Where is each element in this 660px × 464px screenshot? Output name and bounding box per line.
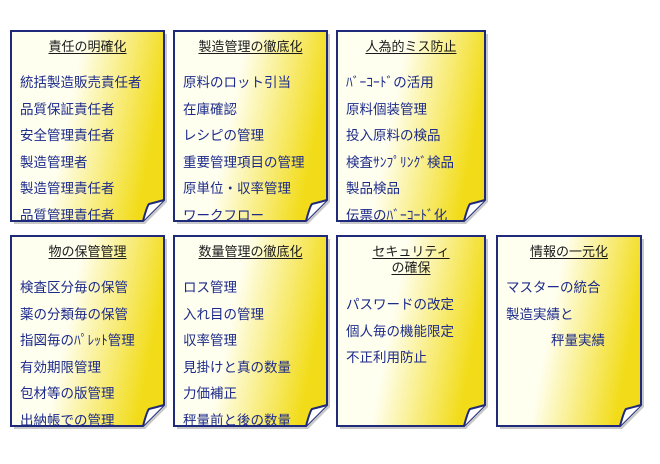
card-item: 見掛けと真の数量 — [183, 359, 291, 376]
card-frame — [10, 30, 167, 224]
card-item: 製造管理責任者 — [20, 181, 115, 197]
card-item: 秤量前と後の数量 — [183, 412, 291, 429]
card-title-line: 物の保管管理 — [48, 245, 127, 260]
card-item: 検査区分毎の保管 — [20, 280, 128, 296]
card-item: ワークフロー — [183, 207, 264, 224]
card-item: 製造実績と — [506, 306, 574, 323]
card-item: 有効期限管理 — [20, 359, 101, 376]
card-title-line: 責任の明確化 — [48, 40, 127, 55]
card-item-list: ロス管理入れ目の管理収率管理見掛けと真の数量力価補正秤量前と後の数量 — [183, 275, 322, 434]
card-item-list: 原料のロット引当在庫確認レシピの管理重要管理項目の管理原単位・収率管理ワークフロ… — [183, 70, 322, 229]
card-title: 責任の明確化 — [10, 40, 165, 56]
card-title: セキュリティの確保 — [336, 245, 486, 277]
card-item: 薬の分類毎の保管 — [20, 306, 128, 323]
card-item: 安全管理責任者 — [20, 128, 115, 144]
card-responsibility: 責任の明確化統括製造販売責任者品質保証責任者安全管理責任者製造管理者製造管理責任… — [10, 30, 167, 224]
card-title-line: 人為的ミス防止 — [365, 40, 457, 55]
card-title: 物の保管管理 — [10, 245, 165, 261]
card-quantity-management: 数量管理の徹底化ロス管理入れ目の管理収率管理見掛けと真の数量力価補正秤量前と後の… — [173, 235, 330, 429]
card-item: 在庫確認 — [183, 101, 237, 118]
card-information-unification: 情報の一元化マスターの統合製造実績と秤量実績 — [496, 235, 644, 429]
card-item: 原料個装管理 — [346, 101, 427, 118]
card-item: 個人毎の機能限定 — [346, 323, 454, 340]
card-item: 力価補正 — [183, 386, 237, 402]
card-item: 投入原料の検品 — [346, 128, 441, 144]
card-title-line: セキュリティ — [372, 245, 450, 260]
card-item: 統括製造販売責任者 — [20, 75, 142, 91]
card-title: 数量管理の徹底化 — [173, 245, 328, 261]
card-item: 検査ｻﾝﾌﾟﾘﾝｸﾞ検品 — [346, 154, 454, 171]
card-item: 重要管理項目の管理 — [183, 154, 305, 171]
card-title-line: 数量管理の徹底化 — [198, 245, 303, 260]
card-item: 秤量実績 — [551, 333, 605, 349]
card-item: 入れ目の管理 — [183, 306, 264, 323]
card-item: 不正利用防止 — [346, 350, 427, 366]
card-title-line: 製造管理の徹底化 — [198, 40, 303, 55]
card-item: 品質保証責任者 — [20, 101, 115, 118]
card-title: 人為的ミス防止 — [336, 40, 486, 56]
card-title: 製造管理の徹底化 — [173, 40, 328, 56]
card-item: 伝票のﾊﾞｰｺｰﾄﾞ化 — [346, 207, 448, 224]
card-frame — [496, 235, 644, 429]
card-item: 製造管理者 — [20, 154, 88, 171]
card-item: 製品検品 — [346, 181, 400, 197]
card-item: 出納帳での管理 — [20, 412, 115, 429]
card-item: レシピの管理 — [183, 128, 264, 144]
card-item-list: 検査区分毎の保管薬の分類毎の保管指図毎のﾊﾟﾚｯﾄ管理有効期限管理包材等の版管理… — [20, 275, 159, 434]
card-manufacturing-control: 製造管理の徹底化原料のロット引当在庫確認レシピの管理重要管理項目の管理原単位・収… — [173, 30, 330, 224]
card-frame — [173, 30, 330, 224]
card-item: 原単位・収率管理 — [183, 181, 291, 197]
card-title-line: 情報の一元化 — [529, 245, 608, 260]
card-item: ﾊﾞｰｺｰﾄﾞの活用 — [346, 75, 434, 91]
card-item-list: ﾊﾞｰｺｰﾄﾞの活用原料個装管理投入原料の検品検査ｻﾝﾌﾟﾘﾝｸﾞ検品製品検品伝… — [346, 70, 480, 229]
card-item: ロス管理 — [183, 280, 237, 296]
card-title-line: の確保 — [391, 261, 431, 276]
card-item-list: パスワードの改定個人毎の機能限定不正利用防止 — [346, 292, 480, 372]
card-storage-management: 物の保管管理検査区分毎の保管薬の分類毎の保管指図毎のﾊﾟﾚｯﾄ管理有効期限管理包… — [10, 235, 167, 429]
card-item: 包材等の版管理 — [20, 386, 115, 402]
card-item: 指図毎のﾊﾟﾚｯﾄ管理 — [20, 333, 135, 349]
card-item: 原料のロット引当 — [183, 75, 291, 91]
card-title: 情報の一元化 — [496, 245, 642, 261]
card-frame — [173, 235, 330, 429]
card-item: パスワードの改定 — [346, 297, 454, 313]
card-item-list: 統括製造販売責任者品質保証責任者安全管理責任者製造管理者製造管理責任者品質管理責… — [20, 70, 159, 229]
card-item: 収率管理 — [183, 333, 237, 349]
card-security: セキュリティの確保パスワードの改定個人毎の機能限定不正利用防止 — [336, 235, 488, 429]
card-frame — [10, 235, 167, 429]
card-item: 品質管理責任者 — [20, 207, 115, 224]
card-frame — [336, 30, 488, 224]
card-frame — [336, 235, 488, 429]
card-item-list: マスターの統合製造実績と秤量実績 — [506, 275, 636, 355]
card-human-error-prevention: 人為的ミス防止 ﾊﾞｰｺｰﾄﾞの活用原料個装管理投入原料の検品検査ｻﾝﾌﾟﾘﾝｸﾞ… — [336, 30, 488, 224]
card-item: マスターの統合 — [506, 280, 601, 296]
